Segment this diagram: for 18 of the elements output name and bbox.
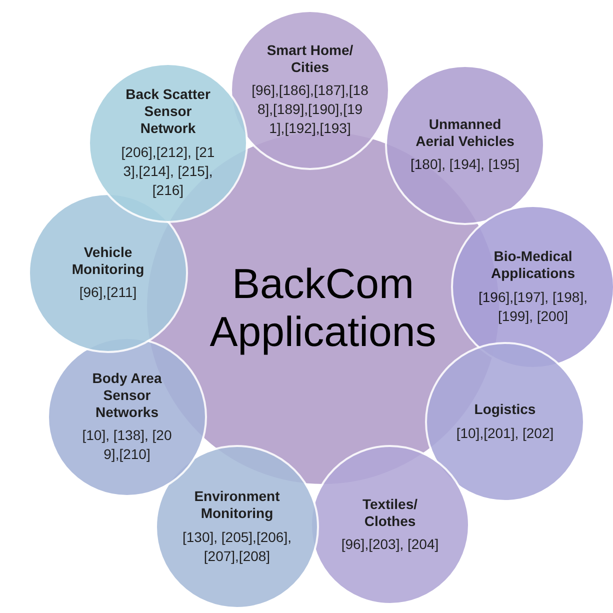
reference-list: [96],[203], [204] xyxy=(341,535,439,554)
reference-list: [10],[201], [202] xyxy=(456,424,554,443)
reference-list: [180], [194], [195] xyxy=(410,155,520,174)
reference-list: [206],[212], [213],[214], [215],[216] xyxy=(118,142,218,200)
reference-list: [96],[211] xyxy=(79,283,137,302)
circle-heading: Logistics xyxy=(474,401,536,418)
circle-heading: Vehicle Monitoring xyxy=(70,244,146,278)
circle-heading: Environment Monitoring xyxy=(193,488,281,522)
circle-heading: Smart Home/ Cities xyxy=(266,42,354,76)
reference-list: [96],[186],[187],[188],[189],[190],[191],[192],[193] xyxy=(251,81,369,138)
circle-heading: Unmanned Aerial Vehicles xyxy=(414,116,516,150)
circle-heading: Textiles/ Clothes xyxy=(362,496,418,530)
reference-list: [10], [138], [209],[210] xyxy=(77,426,177,464)
circle-heading: Back Scatter Sensor Network xyxy=(124,86,212,137)
reference-list: [196],[197], [198],[199], [200] xyxy=(478,288,588,326)
reference-list: [130], [205],[206], [207],[208] xyxy=(180,528,294,566)
circle-heading: Bio-Medical Applications xyxy=(490,248,576,282)
circle-heading: Body Area Sensor Networks xyxy=(91,370,163,420)
